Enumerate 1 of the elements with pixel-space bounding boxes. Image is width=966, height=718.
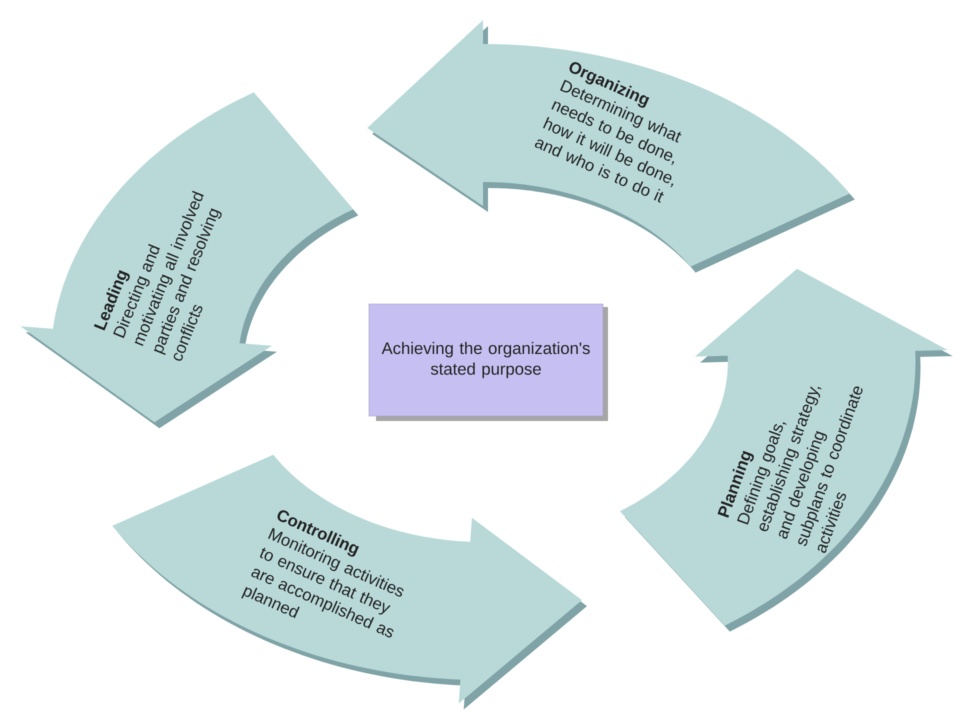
center-box: Achieving the organization's stated purpose [368,304,608,421]
